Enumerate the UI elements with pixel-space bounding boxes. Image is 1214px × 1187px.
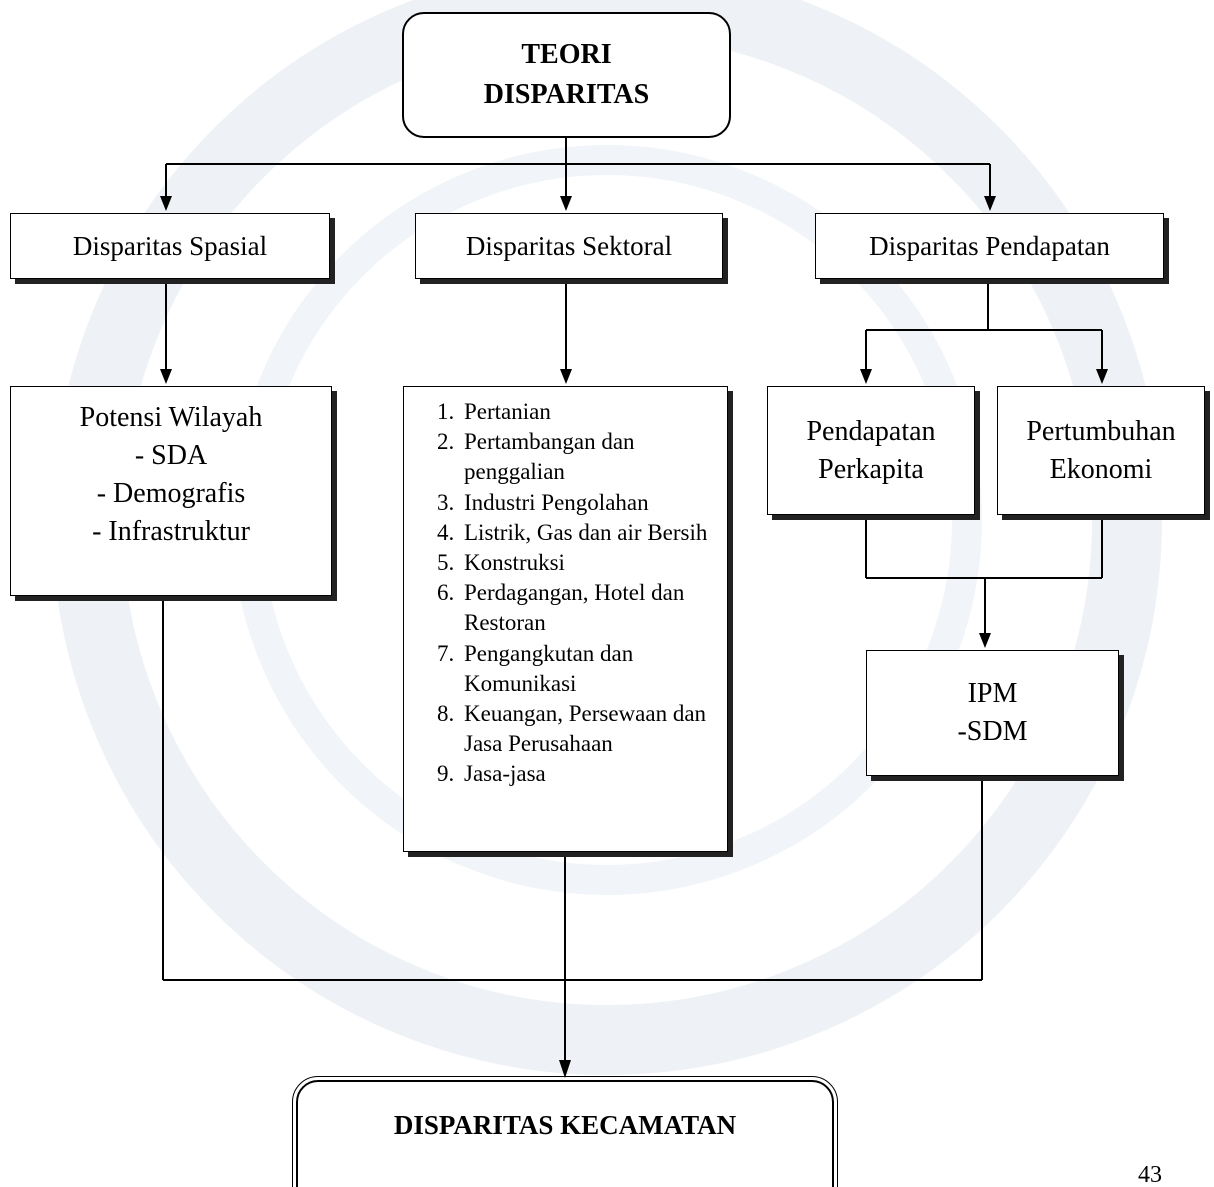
list-item: Keuangan, Persewaan dan Jasa Perusahaan: [460, 699, 727, 759]
potensi-item: - Infrastruktur: [92, 516, 250, 547]
list-item: Pertanian: [460, 397, 727, 427]
node-label: Disparitas Pendapatan: [869, 231, 1110, 261]
node-line: Pertumbuhan: [1026, 415, 1176, 447]
node-line: -SDM: [957, 716, 1028, 747]
list-item: Listrik, Gas dan air Bersih: [460, 518, 727, 548]
page-number: 43: [1138, 1162, 1162, 1187]
node-line: IPM: [967, 678, 1018, 709]
list-item: Pengangkutan dan Komunikasi: [460, 639, 727, 699]
node-line: Perkapita: [818, 453, 924, 485]
node-label: Disparitas Sektoral: [465, 231, 673, 261]
node-disparitas-spasial: Disparitas Spasial: [10, 213, 330, 279]
node-label: Disparitas Spasial: [72, 231, 268, 261]
root-line-1: TEORI: [521, 39, 612, 70]
node-pertumbuhan-ekonomi: Pertumbuhan Ekonomi: [997, 386, 1205, 515]
list-item: Jasa-jasa: [460, 759, 727, 789]
node-disparitas-pendapatan: Disparitas Pendapatan: [815, 213, 1164, 279]
node-pendapatan-perkapita: Pendapatan Perkapita: [767, 386, 975, 515]
node-sektor-list: Pertanian Pertambangan dan penggalian In…: [403, 386, 728, 852]
node-line: Pendapatan: [806, 415, 936, 447]
node-disparitas-kecamatan: DISPARITAS KECAMATAN: [292, 1076, 838, 1187]
potensi-item: - SDA: [134, 440, 208, 471]
node-potensi-wilayah: Potensi Wilayah - SDA - Demografis - Inf…: [10, 386, 332, 596]
root-node-teori-disparitas: TEORI DISPARITAS: [402, 12, 731, 138]
potensi-item: - Demografis: [96, 478, 246, 509]
list-item: Konstruksi: [460, 548, 727, 578]
list-item: Perdagangan, Hotel dan Restoran: [460, 578, 727, 638]
list-item: Industri Pengolahan: [460, 488, 727, 518]
root-line-2: DISPARITAS: [483, 79, 650, 110]
sektor-ordered-list: Pertanian Pertambangan dan penggalian In…: [422, 397, 727, 790]
node-disparitas-sektoral: Disparitas Sektoral: [415, 213, 723, 279]
node-ipm-sdm: IPM -SDM: [866, 650, 1119, 776]
list-item: Pertambangan dan penggalian: [460, 427, 727, 487]
potensi-title: Potensi Wilayah: [79, 402, 263, 433]
node-line: Ekonomi: [1049, 453, 1153, 485]
final-label: DISPARITAS KECAMATAN: [393, 1110, 737, 1140]
